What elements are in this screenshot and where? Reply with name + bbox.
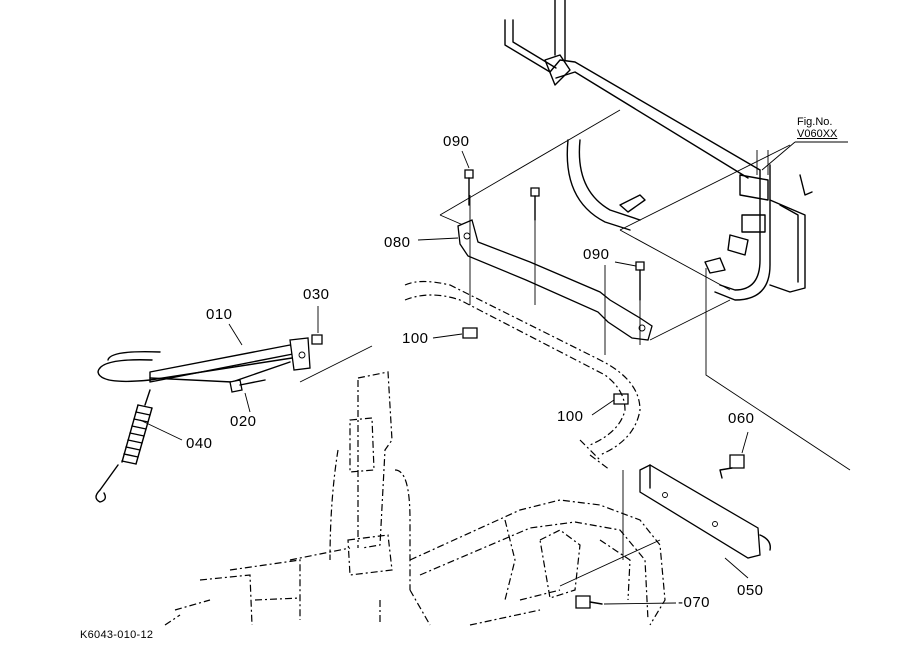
nuts-100 <box>462 327 629 405</box>
guide-line <box>299 345 373 383</box>
callout-060: 060 <box>728 410 755 427</box>
callout-050: 050 <box>737 582 764 599</box>
bolt-070 <box>575 595 603 609</box>
callout-040: 040 <box>186 435 213 452</box>
nut-030 <box>311 334 323 345</box>
figure-reference: Fig.No. V060XX <box>797 116 837 140</box>
bolt-060 <box>719 454 745 479</box>
callout-020: 020 <box>230 413 257 430</box>
callout-100-lower: 100 <box>557 408 584 425</box>
leader-lines <box>139 141 848 605</box>
spring-040 <box>95 389 153 503</box>
callout-090-upper: 090 <box>443 133 470 150</box>
callout-080: 080 <box>384 234 411 251</box>
callout-070: -070 <box>678 594 711 611</box>
upper-frame <box>504 0 813 301</box>
main-frame <box>164 371 666 626</box>
handle-010 <box>97 337 311 383</box>
drawing-id: K6043-010-12 <box>80 629 154 641</box>
hood-frame <box>404 280 641 471</box>
figure-reference-label: Fig.No. <box>797 116 833 128</box>
bracket-050 <box>639 464 771 559</box>
bolt-020 <box>229 379 266 393</box>
callout-100-upper: 100 <box>402 330 429 347</box>
bolts-090 <box>464 169 645 301</box>
figure-reference-code: V060XX <box>797 128 838 141</box>
floor-plate <box>439 109 851 471</box>
callout-030: 030 <box>303 286 330 303</box>
bracket-080 <box>457 195 653 355</box>
callout-090-lower: 090 <box>583 246 610 263</box>
callout-010: 010 <box>206 306 233 323</box>
